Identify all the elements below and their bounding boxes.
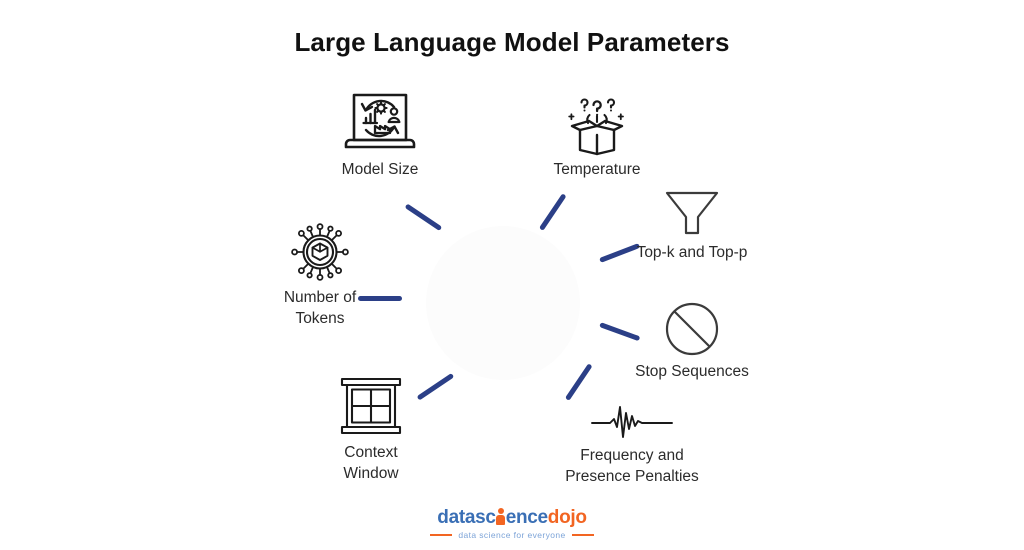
open-box-question-marks-icon	[568, 98, 624, 156]
node-stop-sequences-label: Stop Sequences	[635, 363, 749, 380]
number-of-tokens-icon-wrap	[240, 218, 400, 284]
node-top-k-top-p[interactable]: Top-k and Top-p	[612, 185, 772, 264]
gear-halo	[426, 226, 580, 380]
temperature-icon-wrap	[517, 88, 677, 156]
node-stop-sequences[interactable]: Stop Sequences	[612, 300, 772, 383]
node-temperature-label: Temperature	[553, 161, 641, 178]
logo-part-one: datasc	[437, 507, 496, 528]
presentation-board-icon	[344, 93, 416, 149]
prohibition-circle-icon	[665, 302, 719, 356]
node-top-k-top-p-label: Top-k and Top-p	[636, 244, 748, 261]
penalties-icon-wrap	[552, 400, 712, 442]
token-chip-icon	[291, 223, 349, 281]
node-model-size[interactable]: Model Size	[300, 88, 460, 181]
logo-part-two: ence	[505, 507, 548, 528]
datasciencedojo-logo: datasc encedojo data science for everyone	[0, 508, 1024, 540]
node-context-window[interactable]: Context Window	[291, 373, 451, 485]
top-k-top-p-icon-wrap	[612, 185, 772, 239]
center-gear	[418, 218, 588, 388]
node-number-of-tokens-label: Number of Tokens	[283, 289, 357, 327]
context-window-icon-wrap	[291, 373, 451, 439]
node-context-window-label: Context Window	[343, 444, 399, 482]
waveform-icon	[591, 406, 673, 438]
logo-dash-left	[430, 534, 453, 536]
logo-person-icon	[496, 508, 506, 525]
node-model-size-label: Model Size	[341, 161, 419, 178]
funnel-icon	[665, 191, 719, 235]
logo-wordmark: datasc encedojo	[0, 508, 1024, 527]
connector-number-of-tokens	[358, 296, 402, 301]
node-penalties-label: Frequency and Presence Penalties	[565, 447, 699, 485]
node-penalties[interactable]: Frequency and Presence Penalties	[552, 400, 712, 488]
logo-part-three: dojo	[547, 507, 587, 528]
node-temperature[interactable]: Temperature	[517, 88, 677, 181]
node-number-of-tokens[interactable]: Number of Tokens	[240, 218, 400, 330]
model-size-icon-wrap	[300, 88, 460, 156]
stop-sequences-icon-wrap	[612, 300, 772, 358]
page-title: Large Language Model Parameters	[294, 27, 730, 57]
logo-tagline-row: data science for everyone	[0, 530, 1024, 540]
window-icon	[340, 377, 402, 435]
logo-dash-right	[571, 534, 594, 536]
logo-tagline: data science for everyone	[458, 530, 566, 540]
